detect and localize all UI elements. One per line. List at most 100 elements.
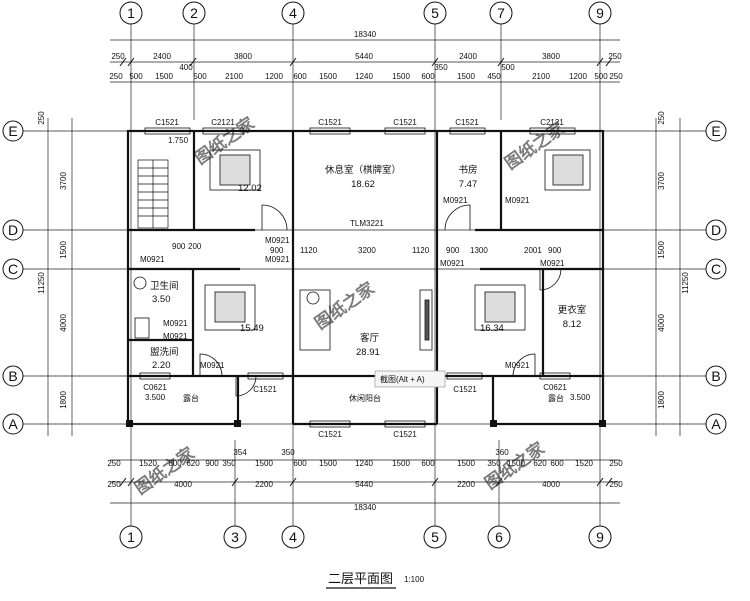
dim-bottom-inner-10: 600 xyxy=(293,459,307,468)
dim-top-inner-3: 1500 xyxy=(155,72,173,81)
dim-top-inner-4: 400 xyxy=(179,63,193,72)
room-area-bathroom: 3.50 xyxy=(152,294,171,305)
dim-bottom-inner-21: 1520 xyxy=(575,459,593,468)
tag-level-left: 3.500 xyxy=(145,393,166,402)
axis-label-left-C: C xyxy=(8,261,18,277)
mid-dim-2001: 2001 xyxy=(524,246,542,255)
room-area-lounge: 18.62 xyxy=(351,179,375,190)
dim-top-inner-1: 250 xyxy=(109,72,123,81)
dim-bottom-inner-20: 600 xyxy=(550,459,564,468)
axis-label-top-1: 1 xyxy=(127,5,135,21)
dim-bottom-outer-2: 4000 xyxy=(174,480,192,489)
dim-bottom-inner-11: 1500 xyxy=(319,459,337,468)
dim-bottom-inner-22: 250 xyxy=(609,459,623,468)
axis-label-left-E: E xyxy=(8,123,17,139)
tag-window-top-1: C1521 xyxy=(155,118,179,127)
tooltip-text: 截图(Alt + A) xyxy=(380,374,425,384)
dim-bottom-inner-2: 1520 xyxy=(139,459,157,468)
dim-top-inner-17: 2100 xyxy=(532,72,550,81)
room-name-lounge: 休息室（棋牌室） xyxy=(325,164,401,176)
dim-top-inner-13: 350 xyxy=(434,63,448,72)
axis-label-bottom-1: 1 xyxy=(127,529,135,545)
dim-total-depth-right: 11250 xyxy=(681,272,690,294)
dim-bottom-inner-18: 1500 xyxy=(507,459,525,468)
axis-label-bottom-4: 4 xyxy=(289,529,297,545)
screenshot-tooltip: 截图(Alt + A) xyxy=(374,370,446,388)
dim-top-outer-1: 250 xyxy=(111,52,125,61)
tag-door-se-bottom: M0921 xyxy=(505,361,530,370)
toilet-icon xyxy=(133,276,150,339)
room-area-closet: 8.12 xyxy=(563,319,582,330)
dim-side-right-5: 1800 xyxy=(657,391,666,409)
axis-bubbles-bottom xyxy=(119,525,612,549)
tag-door-study: M0921 xyxy=(443,196,468,205)
bedroom-area-1: 12.02 xyxy=(238,183,262,194)
tag-door-sw-bottom: M0921 xyxy=(200,361,225,370)
mid-dim-900-c: 900 xyxy=(446,246,460,255)
dim-side-right-2: 3700 xyxy=(657,172,666,190)
tag-door-bath-1: M0921 xyxy=(163,319,188,328)
tag-door-bedroom-sw: M0921 xyxy=(265,255,290,264)
dim-top-outer-6: 3800 xyxy=(542,52,560,61)
dim-bottom-outer-7: 250 xyxy=(609,480,623,489)
dim-top-inner-5: 500 xyxy=(193,72,207,81)
dim-bottom-inner-5: 900 xyxy=(205,459,219,468)
dim-top-inner-10: 1240 xyxy=(355,72,373,81)
drawing-title: 二层平面图 xyxy=(328,571,393,586)
tag-window-top-5: C1521 xyxy=(455,118,479,127)
watermark: 图纸之家 xyxy=(311,278,378,333)
mid-dim-200-a: 200 xyxy=(188,242,202,251)
dim-top-outer-3: 3800 xyxy=(234,52,252,61)
tag-door-closet: M0921 xyxy=(540,259,565,268)
mid-dim-1120-b: 1120 xyxy=(412,246,430,255)
axis-label-bottom-5: 5 xyxy=(431,529,439,545)
dim-side-right-4: 4000 xyxy=(657,314,666,332)
dimension-lines xyxy=(47,39,681,504)
tag-door-bedroom-nw: M0921 xyxy=(265,236,290,245)
room-area-living: 28.91 xyxy=(356,347,380,358)
dim-top-inner-2: 500 xyxy=(129,72,143,81)
dimension-ticks xyxy=(119,57,613,487)
room-name-terrace-left: 露台 xyxy=(183,393,199,403)
dim-top-inner-8: 600 xyxy=(293,72,307,81)
axis-label-left-D: D xyxy=(8,222,18,238)
windows xyxy=(139,127,576,428)
dim-bottom-inner-13: 1500 xyxy=(392,459,410,468)
bed-icon xyxy=(204,149,591,331)
axis-label-top-9: 9 xyxy=(596,5,604,21)
dim-total-width-top: 18340 xyxy=(354,30,377,39)
dim-bottom-inner-15: 1500 xyxy=(457,459,475,468)
tag-window-terrace-left: C0621 xyxy=(143,383,167,392)
tag-window-balcony-left: C1521 xyxy=(253,385,277,394)
dim-bottom-inner-3: 800 xyxy=(168,459,182,468)
dim-bottom-inner-9: 350 xyxy=(281,448,295,457)
axis-label-top-2: 2 xyxy=(190,5,198,21)
drawing-scale: 1:100 xyxy=(404,575,425,584)
room-name-living: 客厅 xyxy=(360,332,380,344)
bedroom-area-3: 16.34 xyxy=(480,323,504,334)
dim-bottom-outer-3: 2200 xyxy=(255,480,273,489)
dim-bottom-inner-14: 600 xyxy=(421,459,435,468)
axis-label-right-D: D xyxy=(711,222,721,238)
dim-top-inner-19: 500 xyxy=(594,72,608,81)
dim-bottom-inner-16: 360 xyxy=(495,448,509,457)
tag-door-bath-2: M0921 xyxy=(163,332,188,341)
dim-bottom-outer-5: 2200 xyxy=(457,480,475,489)
room-name-balcony: 休闲阳台 xyxy=(349,393,381,403)
dim-bottom-inner-19: 620 xyxy=(533,459,547,468)
mid-dim-3200: 3200 xyxy=(358,246,376,255)
tag-window-top-6: C2121 xyxy=(540,118,564,127)
tag-door-bedroom-se: M0921 xyxy=(440,259,465,268)
axis-label-right-E: E xyxy=(711,123,720,139)
mid-dim-1120-a: 1120 xyxy=(300,246,318,255)
tag-door-bedroom-ne: M0921 xyxy=(505,196,530,205)
axis-label-bottom-6: 6 xyxy=(495,529,503,545)
dim-top-inner-15: 450 xyxy=(487,72,501,81)
mid-dim-900-a: 900 xyxy=(172,242,186,251)
axis-label-right-C: C xyxy=(711,261,721,277)
tag-door-hall: M0921 xyxy=(140,255,165,264)
dim-top-inner-20: 250 xyxy=(609,72,623,81)
dim-top-inner-14: 1500 xyxy=(457,72,475,81)
tag-level-stair: 1.750 xyxy=(168,136,189,145)
dim-bottom-outer-4: 5440 xyxy=(355,480,373,489)
